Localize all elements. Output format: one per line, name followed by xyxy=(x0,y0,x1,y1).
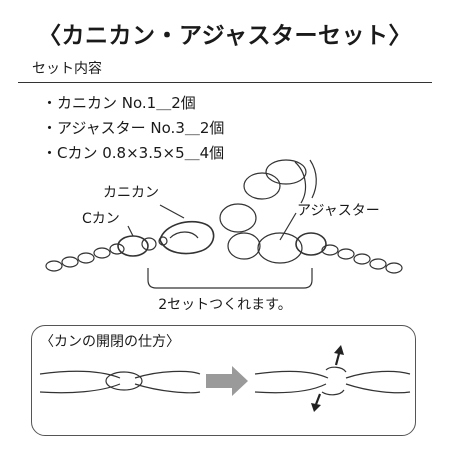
list-item-adjuster: ・アジャスター No.3＿2個 xyxy=(42,119,225,137)
section-divider xyxy=(18,82,432,83)
section-label: セット内容 xyxy=(32,61,102,77)
left-chain xyxy=(45,243,125,272)
label-kanikan: カニカン xyxy=(103,185,159,201)
right-arrow-icon xyxy=(206,366,248,396)
pliers-closed xyxy=(39,370,201,394)
adjuster-chain xyxy=(219,159,317,264)
sets-caption: 2セットつくれます。 xyxy=(158,297,292,313)
how-to-panel xyxy=(31,325,416,436)
list-item-ckan: ・Cカン 0.8×3.5×5＿4個 xyxy=(42,144,225,162)
how-to-title: 〈カンの開閉の仕方〉 xyxy=(40,334,180,350)
pliers-open xyxy=(254,366,411,396)
label-c-kan: Cカン xyxy=(82,211,120,227)
lobster-clasp xyxy=(159,220,215,255)
set-bracket xyxy=(147,268,313,289)
list-item-kanikan: ・カニカン No.1＿2個 xyxy=(42,94,196,112)
right-chain xyxy=(321,244,403,274)
label-adjuster: アジャスター xyxy=(297,203,380,219)
page-title: 〈カニカン・アジャスターセット〉 xyxy=(38,23,412,49)
